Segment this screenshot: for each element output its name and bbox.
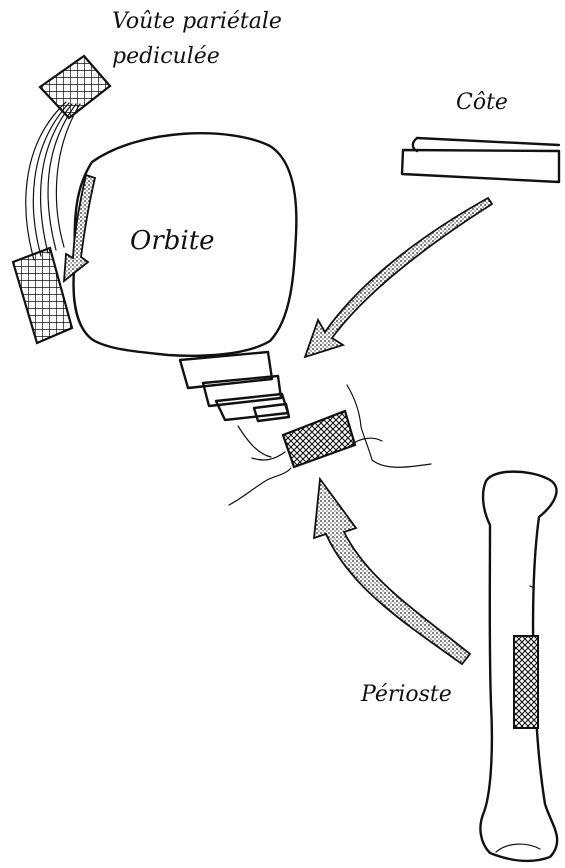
tissue-line-right <box>347 385 431 467</box>
periosteum-graft <box>514 636 538 728</box>
bone-end-detail <box>496 844 540 852</box>
pedicle-strand-2 <box>33 103 69 256</box>
vault-graft-top <box>40 56 110 118</box>
periosteum-label: Périoste <box>360 682 452 707</box>
rib-bone-body <box>402 150 559 182</box>
orbit-label: Orbite <box>130 226 215 256</box>
rib-arrow <box>305 198 492 357</box>
orbit-base-line <box>238 426 271 457</box>
orbit-base-block-1 <box>180 352 272 388</box>
rib-bone-top <box>417 138 559 145</box>
tissue-line-left <box>229 468 291 505</box>
orbit-base-block-2 <box>203 376 281 406</box>
pedicle-strand-1 <box>26 102 66 260</box>
periosteum-arrow <box>314 479 470 664</box>
vault-graft-bottom <box>13 248 72 343</box>
rib-label: Côte <box>456 90 508 115</box>
vault-label-line1: Voûte pariétale <box>112 9 282 34</box>
vault-label-line2: pediculée <box>112 44 220 69</box>
target-graft <box>283 411 355 467</box>
